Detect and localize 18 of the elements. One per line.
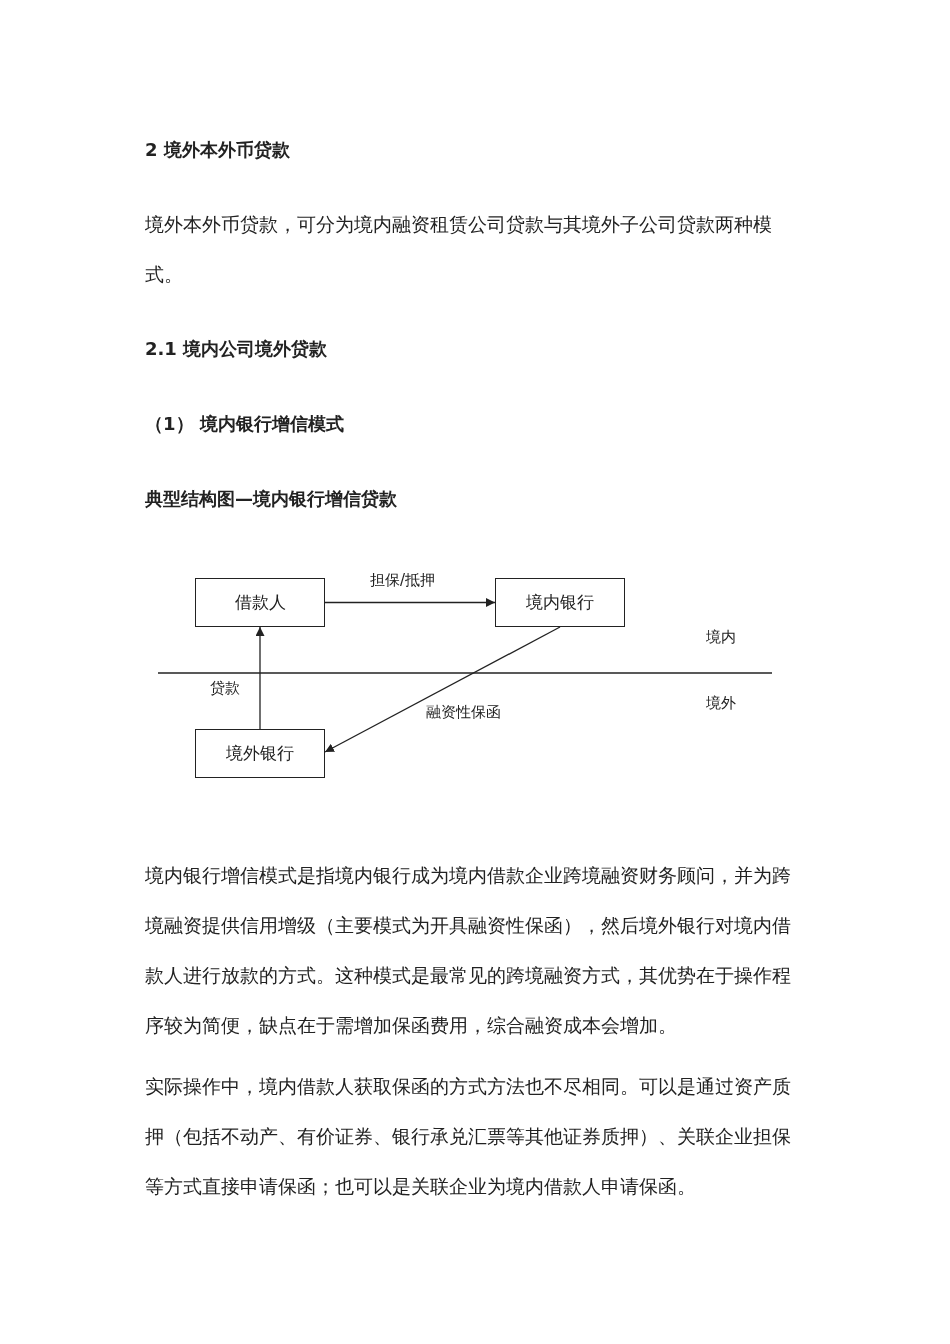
section-heading: 2 境外本外币贷款 — [145, 138, 290, 162]
edge-label: 贷款 — [210, 679, 240, 697]
diagram-title: 典型结构图—境内银行增信贷款 — [145, 487, 397, 511]
edge-label: 担保/抵押 — [370, 571, 436, 589]
edge-label: 融资性保函 — [426, 703, 501, 721]
entity-box: 境外银行 — [195, 729, 325, 778]
paragraph: 实际操作中，境内借款人获取保函的方式方法也不尽相同。可以是通过资产质押（包括不动产、有价证券、银行承兑汇票等其他证券质押）、关联企业担保等方式直接申请保函；也可以是关联企业为境内借款人申请保函。 — [145, 1075, 792, 1199]
paragraph: 境内银行增信模式是指境内银行成为境内借款企业跨境融资财务顾问，并为跨境融资提供信用增级（主要模式为开具融资性保函），然后境外银行对境内借款人进行放款的方式。这种模式是最常见的跨境融资方式，其优势在于操作程序较为简便，缺点在于需增加保函费用，综合融资成本会增加。 — [145, 864, 792, 1038]
region-label: 境外 — [706, 694, 736, 712]
section-heading: 2.1 境内公司境外贷款 — [145, 337, 328, 361]
region-label: 境内 — [706, 628, 736, 646]
entity-box: 境内银行 — [495, 578, 625, 627]
arrow — [324, 626, 561, 753]
entity-box: 借款人 — [195, 578, 325, 627]
arrow — [324, 598, 496, 607]
section-heading: （1） 境内银行增信模式 — [145, 412, 344, 436]
arrow — [255, 626, 265, 730]
paragraph: 境外本外币贷款，可分为境内融资租赁公司贷款与其境外子公司贷款两种模式。 — [145, 213, 773, 287]
